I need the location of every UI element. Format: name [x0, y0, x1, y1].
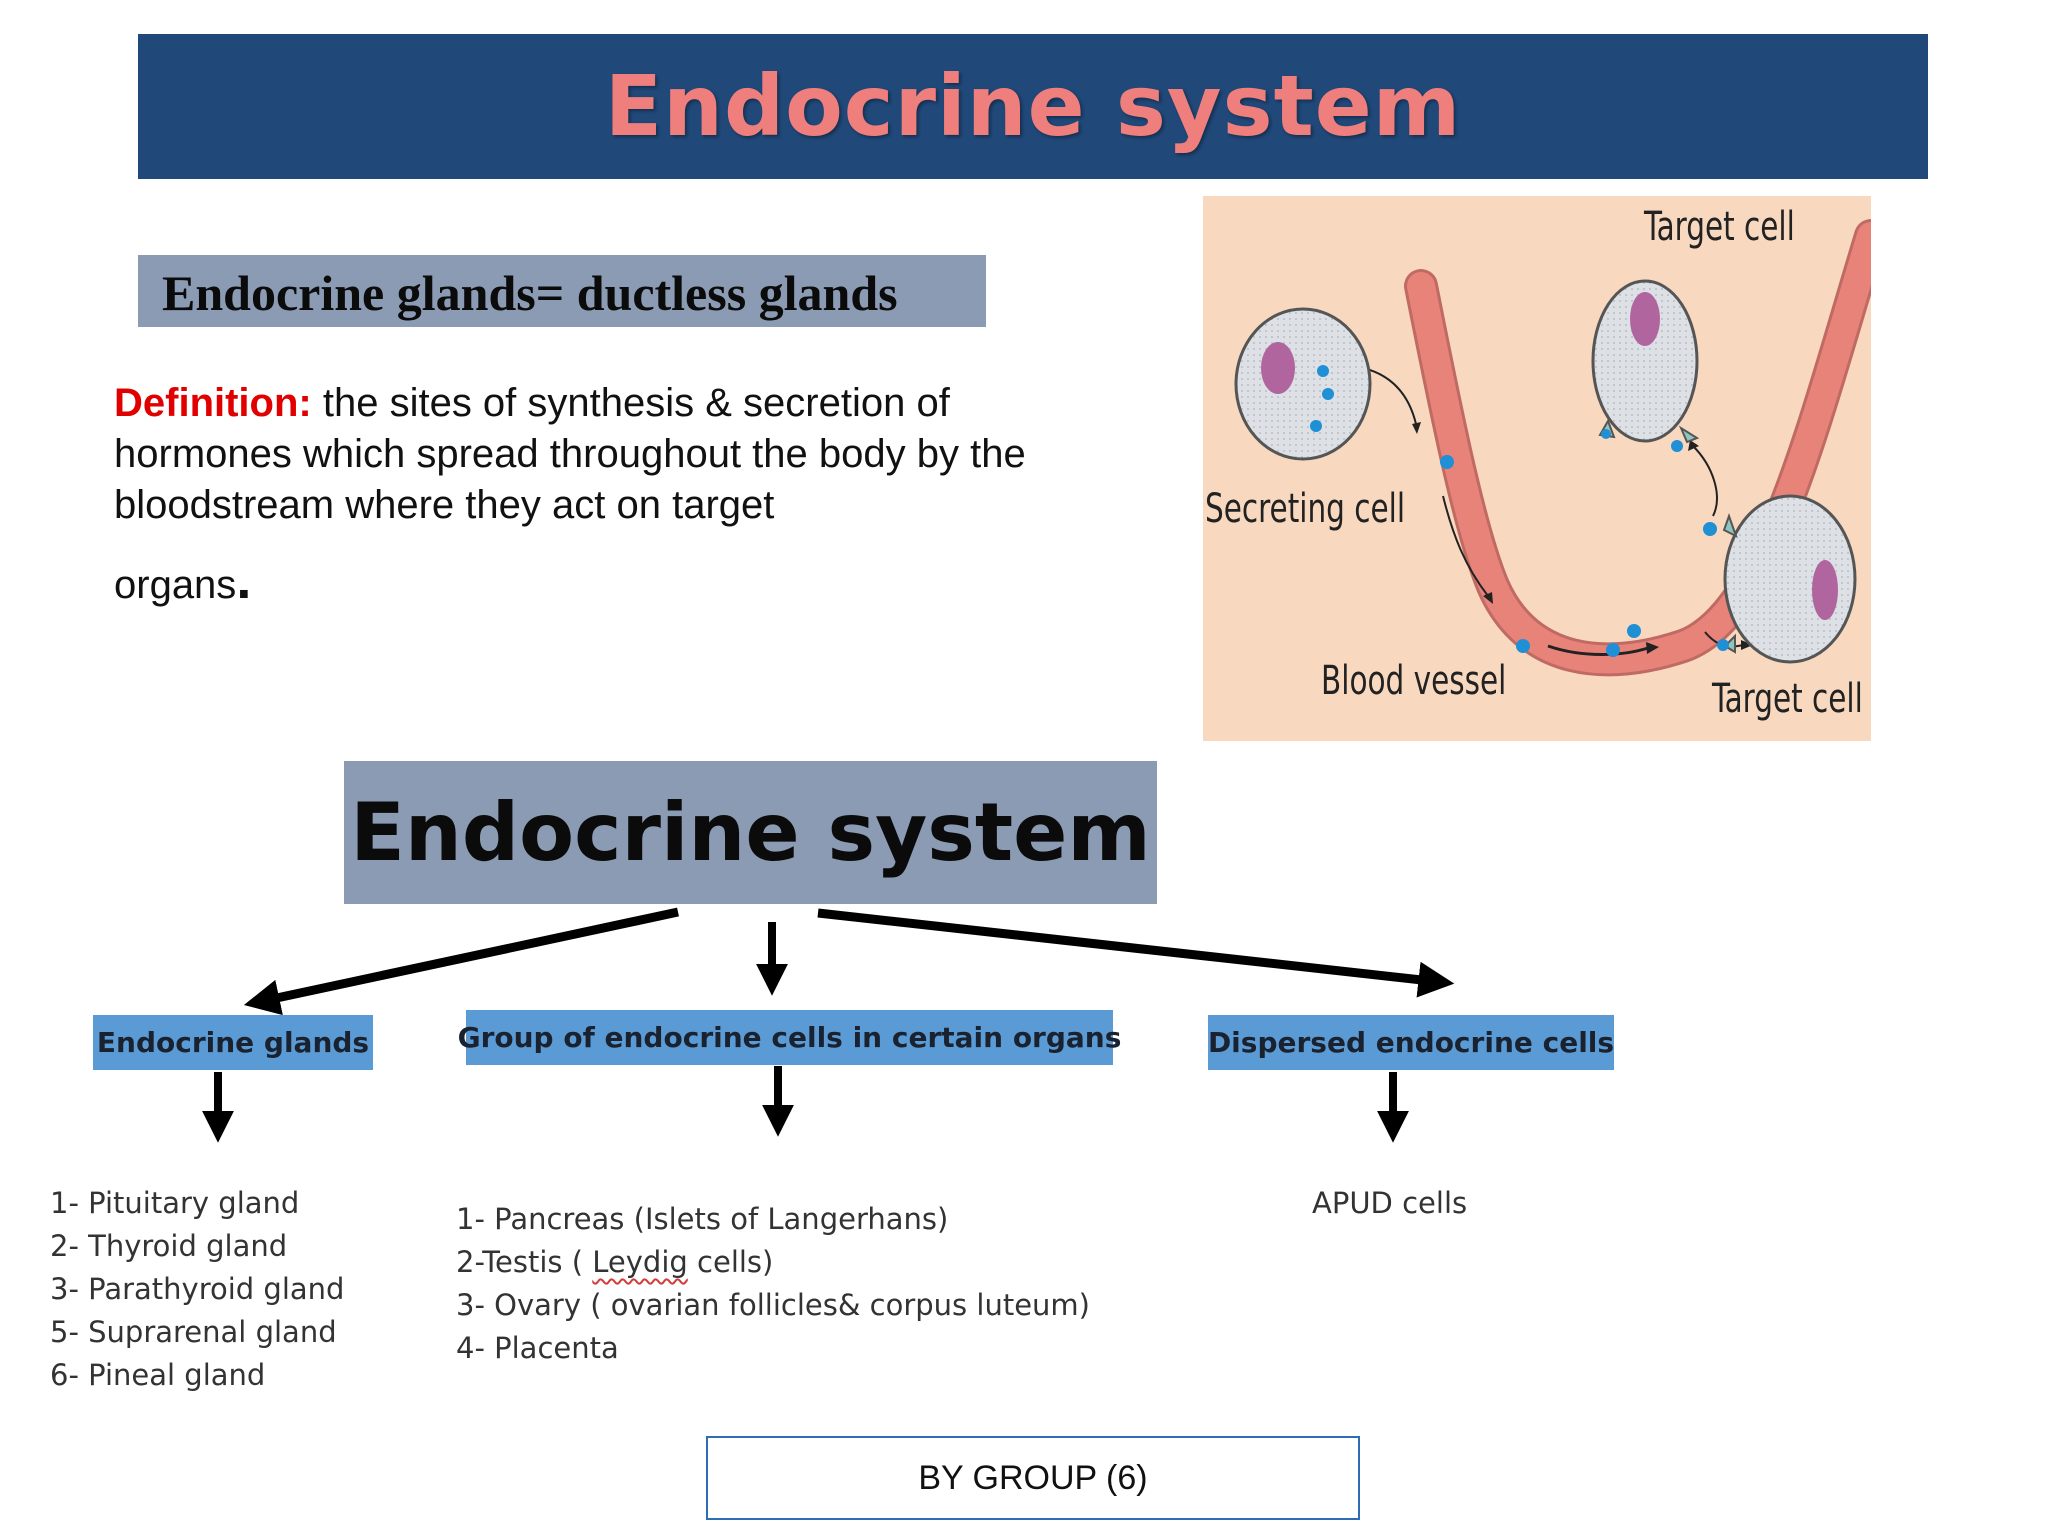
list-item: 1- Pancreas (Islets of Langerhans): [456, 1202, 949, 1236]
list-item: 5- Suprarenal gland: [50, 1315, 337, 1349]
category-endocrine-glands: Endocrine glands: [93, 1015, 373, 1070]
category-endocrine-cell-groups: Group of endocrine cells in certain orga…: [458, 1010, 1121, 1065]
subtitle-box: Endocrine glands= ductless glands: [138, 255, 986, 327]
page-title: Endocrine system: [604, 57, 1462, 155]
endocrine-cell-groups-list: 1- Pancreas (Islets of Langerhans) 2-Tes…: [456, 1198, 1090, 1370]
definition-label: Definition:: [114, 381, 312, 425]
diagram-illustration: [1234, 219, 1871, 677]
target-cell-top: [1591, 279, 1699, 443]
subtitle: Endocrine glands= ductless glands: [162, 265, 898, 321]
label-target-cell-bottom: Target cell: [1712, 676, 1863, 722]
definition-period: .: [236, 550, 252, 610]
list-item: 1- Pituitary gland: [50, 1186, 300, 1220]
definition-text: the sites of synthesis & secretion of ho…: [114, 381, 1026, 527]
list-item-part: 2-Testis (: [456, 1245, 593, 1279]
flowchart-root: Endocrine system: [350, 786, 1151, 879]
definition-paragraph: Definition: the sites of synthesis & sec…: [114, 378, 1044, 611]
footer-box: BY GROUP (6): [706, 1436, 1360, 1520]
endocrine-glands-list: 1- Pituitary gland 2- Thyroid gland 3- P…: [50, 1182, 344, 1397]
list-item: 2-Testis ( Leydig cells): [456, 1241, 1090, 1284]
blood-vessel: [1407, 222, 1871, 674]
footer-text: BY GROUP (6): [918, 1458, 1148, 1497]
target-cell-bottom: [1723, 494, 1857, 664]
label-secreting-cell: Secreting cell: [1205, 486, 1406, 532]
list-item: 3- Parathyroid gland: [50, 1272, 345, 1306]
endocrine-system-box: Endocrine system: [344, 761, 1157, 904]
definition-last-word: organs: [114, 563, 237, 607]
definition-last-line: organs.: [114, 553, 1044, 611]
list-item-part: cells): [687, 1245, 774, 1279]
list-item: APUD cells: [1312, 1186, 1468, 1220]
secreting-cell: [1234, 307, 1372, 461]
list-item: 3- Ovary ( ovarian follicles& corpus lut…: [456, 1288, 1090, 1322]
list-item: 2- Thyroid gland: [50, 1229, 288, 1263]
dispersed-cells-list: APUD cells: [1312, 1182, 1467, 1225]
label-target-cell-top: Target cell: [1644, 204, 1795, 250]
category-dispersed-endocrine-cells: Dispersed endocrine cells: [1208, 1015, 1614, 1070]
hormone-transport-diagram: Target cell Secreting cell Blood vessel …: [1203, 196, 1871, 741]
label-blood-vessel: Blood vessel: [1321, 658, 1507, 704]
list-item-part: Leydig: [592, 1245, 688, 1279]
list-item: 6- Pineal gland: [50, 1358, 266, 1392]
list-item: 4- Placenta: [456, 1331, 619, 1365]
title-banner: Endocrine system: [138, 34, 1928, 179]
